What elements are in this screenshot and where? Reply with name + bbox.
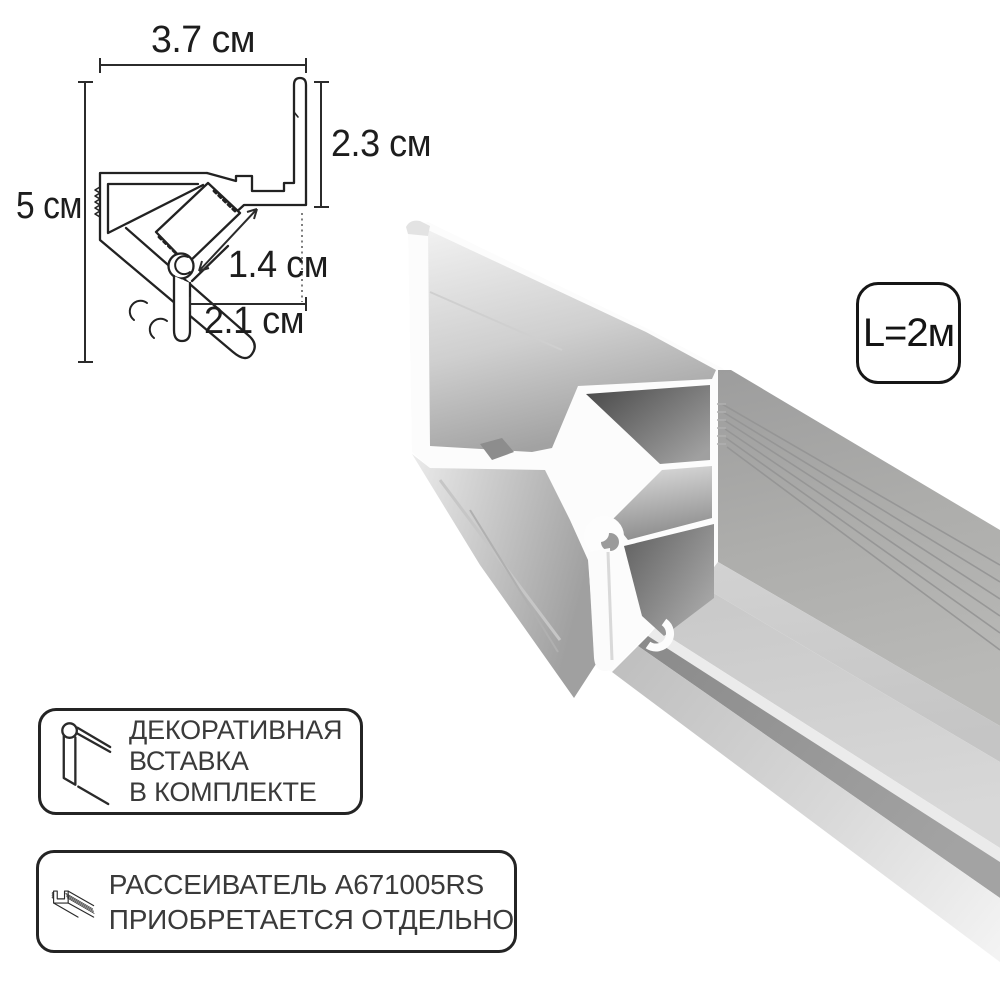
left-edge-serration xyxy=(94,186,101,218)
bottom-hook-ring xyxy=(645,618,674,652)
clip-notch xyxy=(480,438,514,460)
channel-mid-wall xyxy=(612,466,712,540)
profile-3d-render xyxy=(406,220,1000,962)
cross-section-drawing xyxy=(94,76,308,360)
section-clip-hook xyxy=(174,255,191,276)
info-box-insert-text: ДЕКОРАТИВНАЯ ВСТАВКА В КОМПЛЕКТЕ xyxy=(129,715,343,808)
profile-arm-surface xyxy=(428,230,716,452)
info-line: РАССЕИВАТЕЛЬ A671005RS xyxy=(108,868,485,900)
length-badge: L=2м xyxy=(856,282,961,384)
profile-body-top-surface xyxy=(718,370,1000,726)
length-badge-label: L=2м xyxy=(862,310,955,355)
profile-front-band xyxy=(655,585,1000,848)
dim-label-width: 3.7 см xyxy=(151,19,255,61)
section-inner-chamber xyxy=(106,182,205,235)
profile-arm-tip-cap xyxy=(406,220,430,236)
dim-label-channel: 1.4 см xyxy=(228,244,328,286)
dim-label-base: 2.1 см xyxy=(204,300,304,342)
cavity-serration-top xyxy=(212,189,239,215)
section-tongue xyxy=(172,274,192,343)
dim-line-height xyxy=(78,81,93,363)
wedge-band-line-2 xyxy=(469,509,559,653)
tongue-shade-edge xyxy=(606,551,614,661)
insert-profile-icon xyxy=(61,721,112,805)
dim-line-channel xyxy=(198,208,258,272)
section-flange-outline xyxy=(194,76,308,254)
dim-label-flange: 2.3 см xyxy=(331,123,431,165)
profile-chamfer-band xyxy=(700,562,1000,762)
dim-line-width xyxy=(99,58,307,73)
clip-hook-lip xyxy=(591,524,609,542)
profile-underarm-wedge xyxy=(412,454,596,698)
dim-line-base xyxy=(189,297,307,311)
arm-shading-line xyxy=(429,291,563,351)
led-channel-upper xyxy=(586,385,710,464)
face-serrations xyxy=(717,403,726,445)
diffuser-profile-icon xyxy=(51,890,95,918)
profile-groove xyxy=(638,636,1000,898)
info-line: ПРИОБРЕТАЕТСЯ ОТДЕЛЬНО xyxy=(108,903,514,935)
info-line: ДЕКОРАТИВНАЯ xyxy=(129,715,343,745)
dim-label-height: 5 см xyxy=(16,185,82,227)
dimension-lines xyxy=(78,58,329,363)
profile-ridge-lines xyxy=(721,403,1000,651)
section-clip-circle xyxy=(167,252,195,280)
info-line: ВСТАВКА xyxy=(129,746,249,776)
info-box-diffuser: РАССЕИВАТЕЛЬ A671005RS ПРИОБРЕТАЕТСЯ ОТД… xyxy=(36,850,517,953)
info-line: В КОМПЛЕКТЕ xyxy=(129,777,317,807)
profile-groove-highlight xyxy=(648,628,1000,862)
led-channel-lower xyxy=(624,524,714,636)
section-body-and-leg xyxy=(98,171,256,360)
flange-tick xyxy=(293,111,299,118)
info-box-diffuser-text: РАССЕИВАТЕЛЬ A671005RS ПРИОБРЕТАЕТСЯ ОТД… xyxy=(109,867,514,937)
profile-bottom-band xyxy=(612,646,1000,962)
section-leg-hooks xyxy=(128,299,168,339)
info-box-insert: ДЕКОРАТИВНАЯ ВСТАВКА В КОМПЛЕКТЕ xyxy=(38,708,363,815)
wall-inner-edge xyxy=(190,244,230,283)
dim-line-flange xyxy=(314,81,329,208)
dimension-labels: 3.7 см 5 см 2.3 см 1.4 см 2.1 см xyxy=(16,19,432,342)
